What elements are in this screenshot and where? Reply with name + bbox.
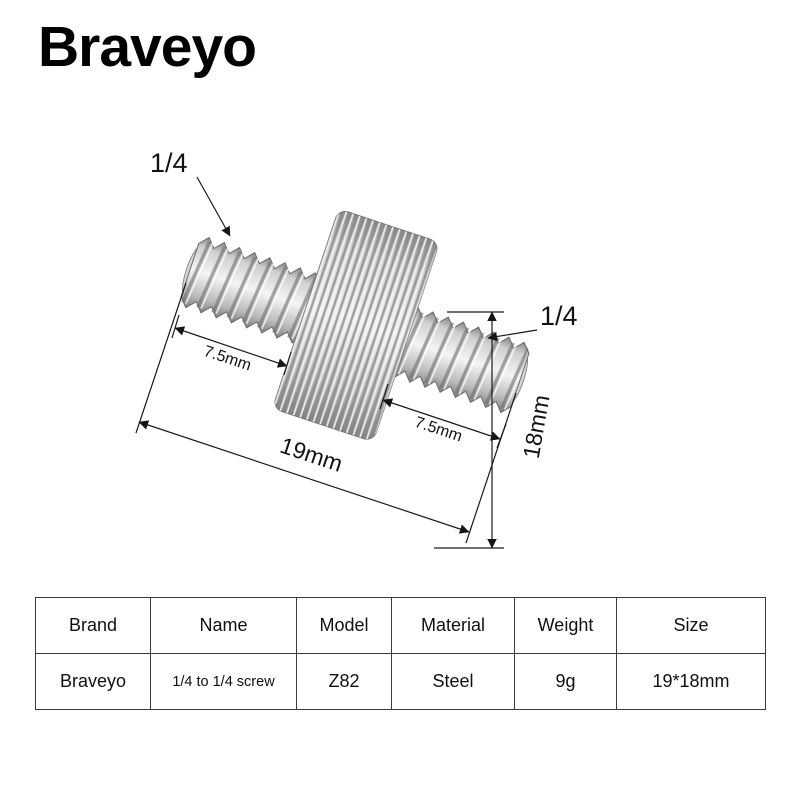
left-thread-grooves bbox=[181, 239, 320, 342]
overall-length-ext-1 bbox=[135, 282, 187, 434]
left-thread-ext-2 bbox=[283, 351, 292, 376]
right-thread-size-label: 1/4 bbox=[540, 301, 578, 331]
spec-value-row: Braveyo 1/4 to 1/4 screw Z82 Steel 9g 19… bbox=[35, 653, 766, 710]
left-thread-dim-line bbox=[174, 326, 288, 368]
left-thread-ext-1 bbox=[171, 314, 180, 339]
product-figure: 1/4 1/4 7.5mm 7.5mm 19mm 18mm bbox=[135, 148, 578, 549]
left-thread-callout-leader bbox=[196, 176, 231, 237]
spec-value-size: 19*18mm bbox=[616, 653, 766, 710]
spec-header-row: Brand Name Model Material Weight Size bbox=[35, 597, 766, 654]
spec-table: Brand Name Model Material Weight Size Br… bbox=[35, 597, 766, 710]
spec-header-name: Name bbox=[150, 597, 297, 654]
right-thread-callout-leader bbox=[487, 329, 538, 342]
overall-length-dim-line bbox=[138, 420, 470, 534]
spec-value-name: 1/4 to 1/4 screw bbox=[150, 653, 297, 710]
screw-photo bbox=[180, 210, 530, 440]
spec-header-weight: Weight bbox=[514, 597, 617, 654]
spec-header-model: Model bbox=[296, 597, 392, 654]
right-thread-ext-1 bbox=[379, 383, 389, 410]
spec-header-material: Material bbox=[391, 597, 515, 654]
spec-value-material: Steel bbox=[391, 653, 515, 710]
overall-length-ext-2 bbox=[465, 392, 517, 544]
overall-height-label: 18mm bbox=[518, 393, 555, 460]
spec-value-brand: Braveyo bbox=[35, 653, 151, 710]
brand-logo: Braveyo bbox=[38, 15, 257, 79]
dimension-lines bbox=[135, 176, 538, 549]
spec-header-size: Size bbox=[616, 597, 766, 654]
knurled-wheel-ribs bbox=[275, 211, 437, 440]
left-thread-length-label: 7.5mm bbox=[202, 343, 254, 375]
left-thread-size-label: 1/4 bbox=[150, 148, 188, 178]
right-thread-dim-line bbox=[382, 398, 501, 441]
spec-value-weight: 9g bbox=[514, 653, 617, 710]
spec-header-brand: Brand bbox=[35, 597, 151, 654]
spec-value-model: Z82 bbox=[296, 653, 392, 710]
overall-length-label: 19mm bbox=[277, 432, 346, 477]
